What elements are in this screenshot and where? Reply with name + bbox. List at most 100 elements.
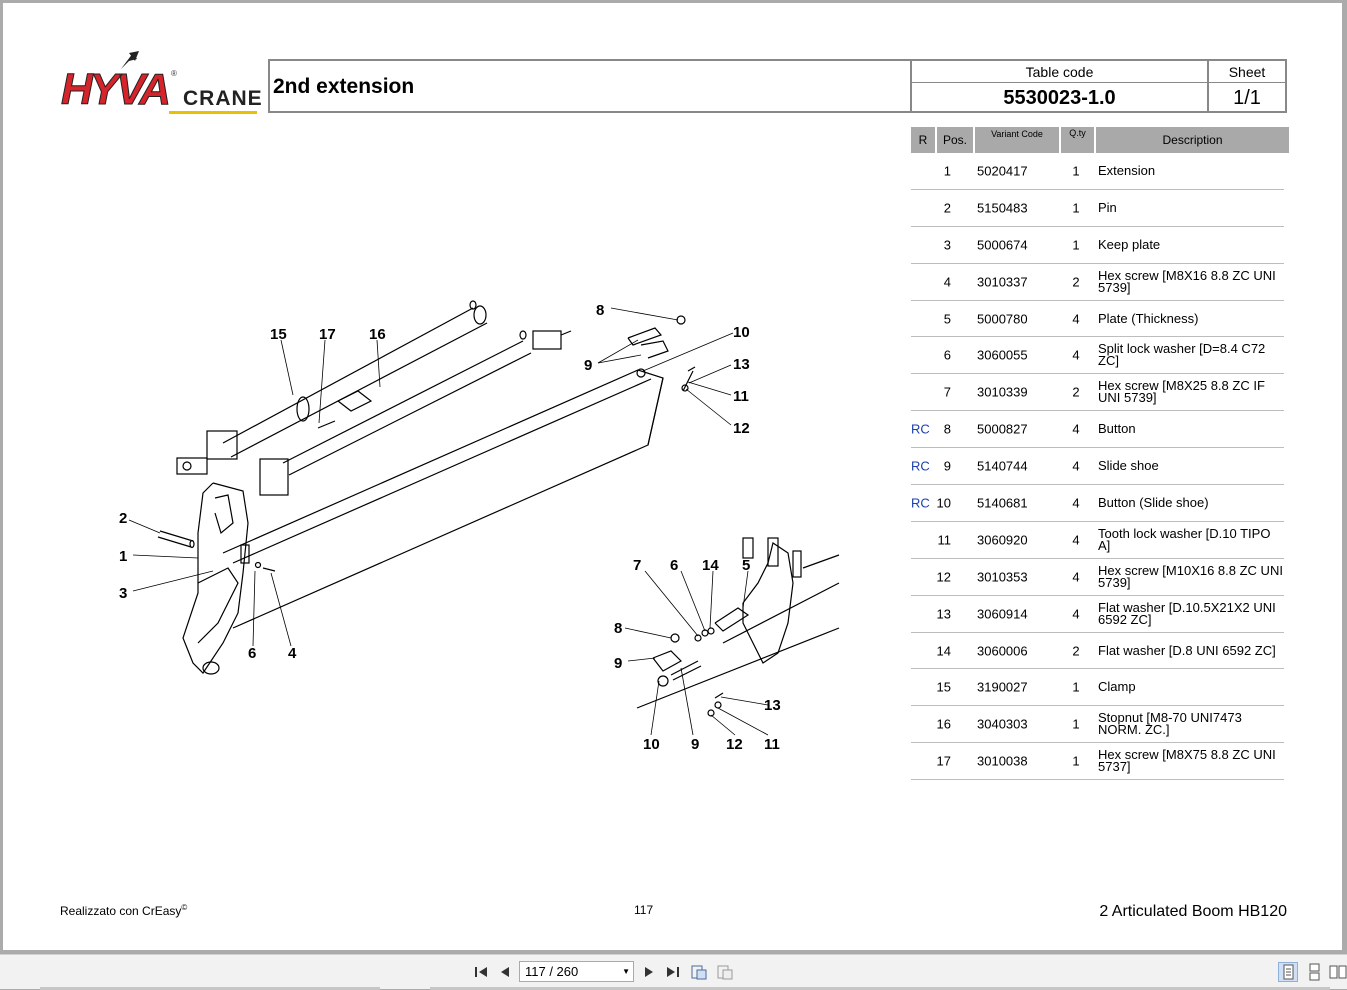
row-description: Plate (Thickness) — [1098, 310, 1199, 326]
callout-9-detail: 9 — [614, 655, 622, 672]
fit-width-icon[interactable] — [716, 963, 734, 981]
row-description: Extension — [1098, 162, 1156, 178]
last-page-icon[interactable] — [664, 963, 682, 981]
row-position: 10 — [936, 495, 951, 511]
extension-beam-part — [222, 369, 664, 629]
row-quantity: 2 — [1072, 274, 1080, 290]
row-position: 11 — [937, 532, 952, 548]
row-quantity: 4 — [1072, 532, 1080, 548]
row-variant-code: 3190027 — [977, 679, 1028, 695]
sheet-label: Sheet — [1209, 61, 1285, 83]
row-variant-code: 5140681 — [977, 495, 1028, 511]
first-page-icon[interactable] — [472, 963, 490, 981]
viewer-toolbar: 117 / 260 ▼ — [0, 954, 1347, 990]
document-viewer[interactable]: HYVA ® CRANE 2nd extension Table code 55… — [0, 0, 1347, 954]
row-position: 15 — [936, 679, 951, 695]
row-description: Tooth lock washer [D.10 TIPO A] — [1098, 525, 1271, 553]
row-variant-code: 5000780 — [977, 311, 1028, 326]
title-box: 2nd extension — [268, 59, 912, 113]
row-r-code: RC — [911, 495, 930, 511]
slide-shoe-top-part — [627, 315, 696, 392]
callout-14: 14 — [702, 557, 719, 574]
row-quantity: 1 — [1072, 237, 1080, 253]
callout-12-main: 12 — [733, 420, 750, 437]
table-row: 4 3010337 2 Hex screw [M8X16 8.8 ZC UNI 573… — [911, 264, 1284, 301]
exploded-parts-drawing: 15 17 16 2 1 3 6 4 8 9 10 13 11 12 7 6 1… — [119, 300, 840, 753]
callout-12-detail: 12 — [726, 736, 743, 753]
row-description: Keep plate — [1098, 236, 1161, 252]
row-description: Hex screw [M10X16 8.8 ZC UNI 5739] — [1098, 562, 1283, 590]
fit-page-icon[interactable] — [690, 963, 708, 981]
logo-brand: HYVA — [61, 65, 172, 115]
header-description: Description — [1096, 127, 1289, 153]
row-quantity: 4 — [1072, 606, 1080, 622]
logo-underline — [169, 111, 257, 114]
cylinder-lower-part — [259, 330, 572, 496]
table-code-label: Table code — [912, 61, 1207, 83]
callout-8-detail: 8 — [614, 620, 622, 637]
row-variant-code: 3010337 — [977, 274, 1028, 290]
callout-6-main: 6 — [248, 645, 256, 662]
callout-7: 7 — [633, 557, 641, 574]
row-position: 8 — [943, 421, 951, 437]
callout-3: 3 — [119, 585, 127, 602]
header-variant-code: Variant Code — [975, 127, 1059, 153]
chevron-down-icon: ▼ — [622, 967, 630, 976]
row-quantity: 4 — [1072, 311, 1080, 326]
row-quantity: 4 — [1072, 347, 1080, 363]
row-description: Hex screw [M8X16 8.8 ZC UNI 5739] — [1098, 267, 1276, 295]
continuous-view-icon[interactable] — [1304, 962, 1324, 982]
arrow-logo-mark — [121, 51, 139, 69]
single-page-view-icon[interactable] — [1278, 962, 1298, 982]
callout-6-detail: 6 — [670, 557, 678, 574]
row-variant-code: 3040303 — [977, 716, 1028, 732]
row-description: Button (Slide shoe) — [1098, 494, 1209, 510]
row-quantity: 1 — [1072, 163, 1080, 179]
row-description: Hex screw [M8X75 8.8 ZC UNI 5737] — [1098, 747, 1276, 775]
row-position: 13 — [936, 606, 951, 622]
parts-table-header: R Pos. Variant Code Q.ty Description — [911, 127, 1289, 153]
next-page-icon[interactable] — [640, 963, 658, 981]
callout-13-detail: 13 — [764, 697, 781, 714]
row-variant-code: 5000827 — [977, 421, 1028, 437]
prev-page-icon[interactable] — [496, 963, 514, 981]
row-variant-code: 3060006 — [977, 643, 1028, 659]
row-variant-code: 3010353 — [977, 569, 1028, 585]
row-description: Flat washer [D.10.5X21X2 UNI 6592 ZC] — [1098, 599, 1276, 627]
two-page-view-icon[interactable] — [1328, 962, 1347, 982]
logo-sub: CRANE — [183, 87, 263, 110]
row-position: 2 — [943, 200, 951, 216]
side-screws-part — [254, 561, 276, 572]
row-description: Split lock washer [D=8.4 C72 ZC] — [1098, 341, 1266, 369]
callout-13-main: 13 — [733, 356, 750, 373]
row-position: 1 — [943, 163, 951, 179]
row-description: Pin — [1098, 199, 1117, 215]
row-position: 7 — [943, 384, 951, 400]
row-description: Hex screw [M8X25 8.8 ZC IF UNI 5739] — [1098, 378, 1265, 406]
row-position: 16 — [936, 716, 951, 732]
row-variant-code: 5140744 — [977, 458, 1028, 474]
row-quantity: 4 — [1072, 421, 1080, 437]
row-description: Clamp — [1098, 679, 1136, 695]
row-position: 14 — [936, 643, 951, 659]
page-number-select[interactable]: 117 / 260 ▼ — [519, 961, 634, 982]
callout-10-detail: 10 — [643, 736, 660, 753]
extension-head-part — [182, 482, 250, 675]
row-description: Slide shoe — [1098, 458, 1159, 474]
row-r-code: RC — [911, 458, 930, 474]
row-position: 4 — [943, 274, 951, 290]
footer-credit-text: Realizzato con CrEasy — [60, 904, 182, 918]
row-quantity: 2 — [1072, 643, 1080, 659]
row-variant-code: 3010339 — [977, 384, 1028, 400]
callout-5: 5 — [742, 557, 750, 574]
callout-11-main: 11 — [733, 388, 749, 405]
